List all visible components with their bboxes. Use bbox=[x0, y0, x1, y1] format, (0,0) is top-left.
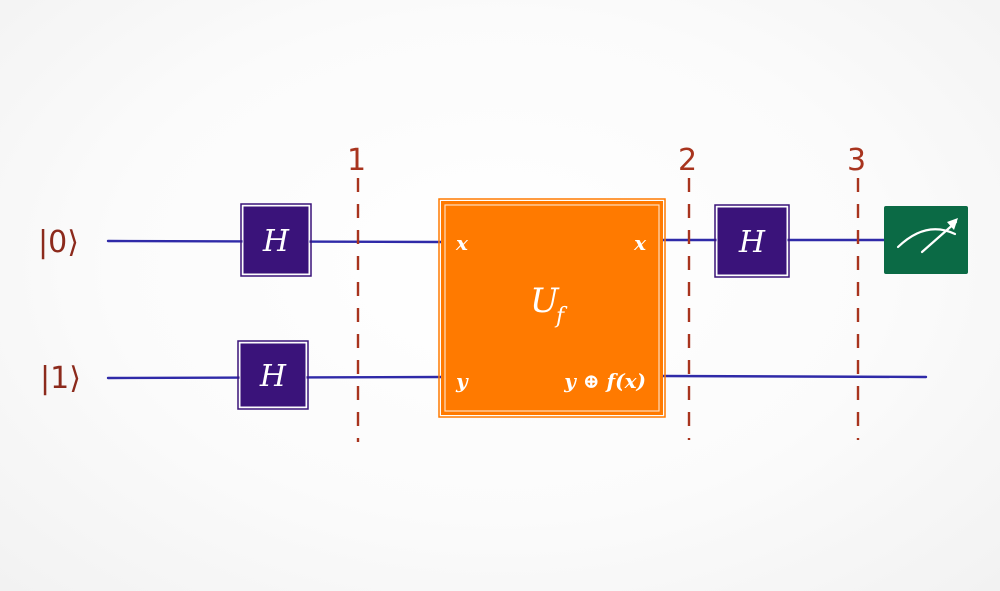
meter-icon bbox=[896, 218, 958, 254]
barrier-3-label: 3 bbox=[847, 143, 866, 178]
hadamard-gate-q0-2[interactable]: H bbox=[714, 204, 790, 278]
oracle-output-y: y ⊕ f(x) bbox=[563, 369, 646, 393]
qubit-1-state-label: |1⟩ bbox=[40, 361, 81, 396]
oracle-output-x: x bbox=[633, 231, 647, 255]
oracle-input-x: x bbox=[455, 231, 469, 255]
barrier-1-label: 1 bbox=[347, 143, 366, 178]
measurement-gate[interactable] bbox=[884, 206, 968, 274]
hadamard-gate-q1[interactable]: H bbox=[237, 340, 309, 410]
oracle-gate[interactable]: U f x y x y ⊕ f(x) bbox=[438, 198, 666, 418]
hadamard-label: H bbox=[262, 224, 290, 259]
qubit-0-state-label: |0⟩ bbox=[38, 225, 79, 260]
oracle-label: U bbox=[530, 281, 560, 321]
oracle-input-y: y bbox=[455, 369, 469, 393]
qubit-1-wire-out bbox=[661, 374, 928, 379]
hadamard-gate-q0-1[interactable]: H bbox=[240, 203, 312, 277]
hadamard-label: H bbox=[259, 359, 287, 394]
barrier-2-label: 2 bbox=[678, 143, 697, 178]
hadamard-label: H bbox=[738, 225, 766, 260]
